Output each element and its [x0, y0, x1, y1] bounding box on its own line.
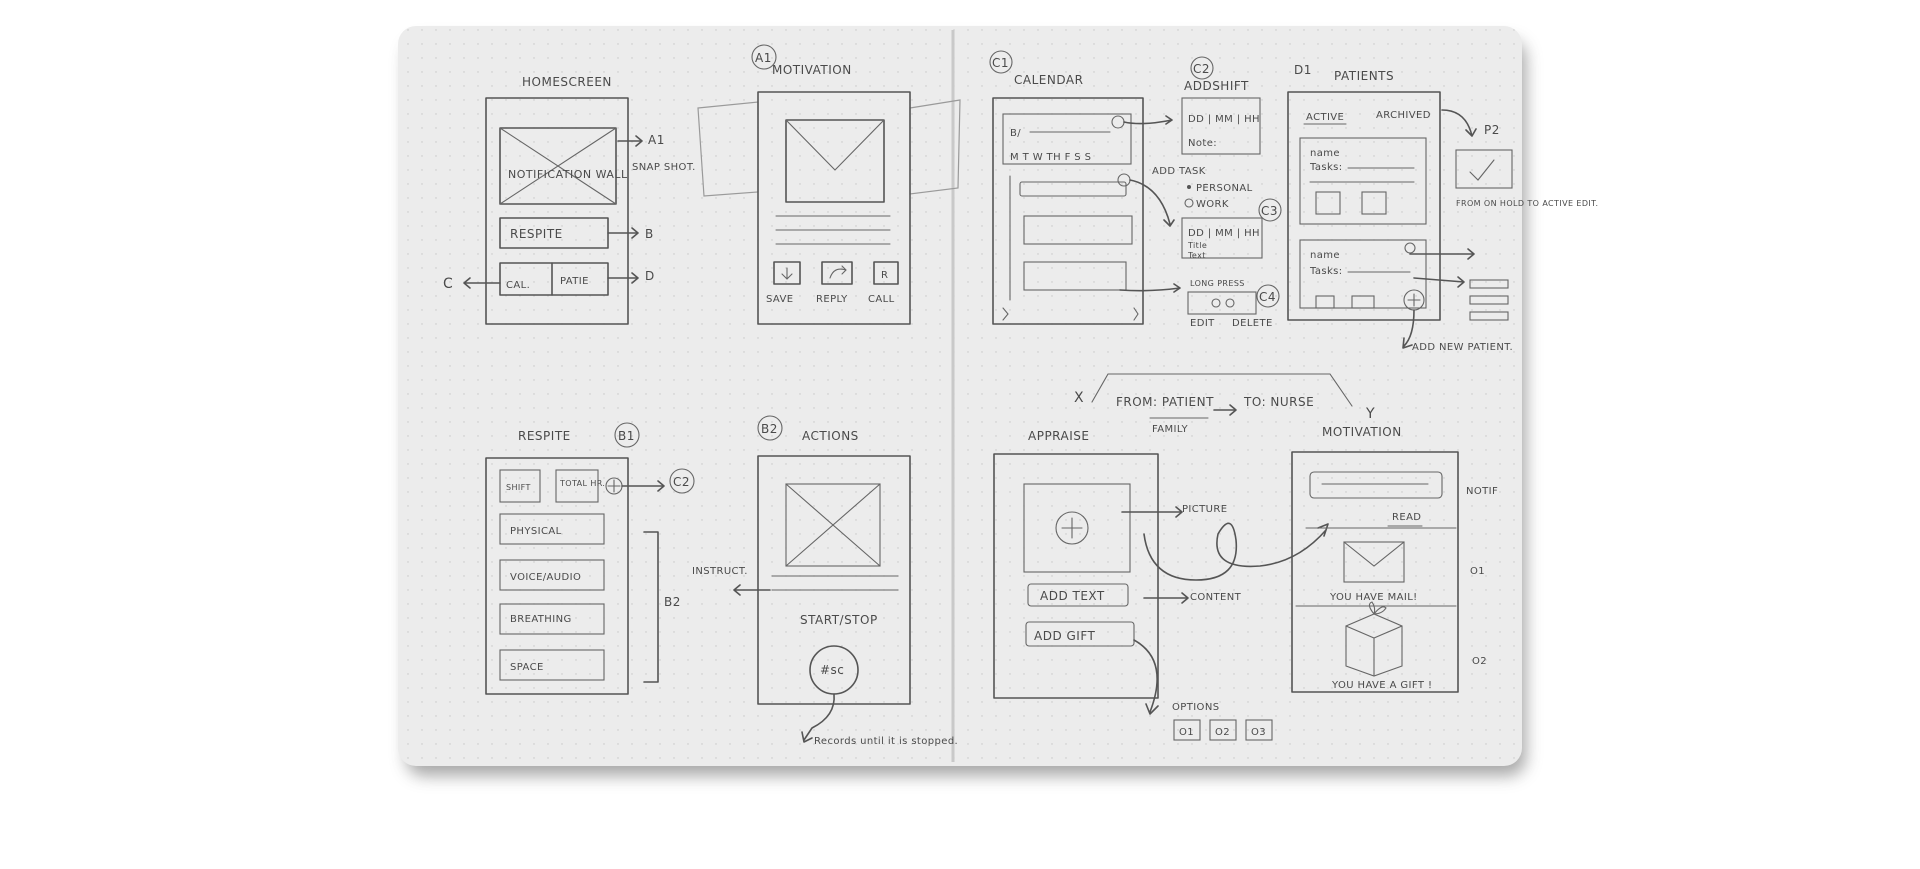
a1-call: CALL	[868, 294, 895, 305]
b1-shift: SHIFT	[506, 483, 531, 492]
d1-p2: P2	[1484, 123, 1500, 137]
c4-long-press: LONG PRESS	[1190, 279, 1245, 288]
b2-tag: B2	[761, 422, 778, 436]
appraise-content: CONTENT	[1190, 592, 1242, 603]
respite-b1-sketch: RESPITE B1 SHIFT TOTAL HR. C2 PHYSICAL V…	[485, 422, 695, 695]
c3-title: Title	[1187, 241, 1207, 250]
d1-tag: D1	[1294, 63, 1312, 77]
d1-name-2: name	[1310, 250, 1340, 261]
c2-note: Note:	[1188, 138, 1217, 149]
home-arrow-b: B	[645, 227, 654, 241]
c3-fields: DD | MM | HH	[1188, 228, 1260, 239]
c2-fields: DD | MM | HH	[1188, 114, 1260, 125]
flow-family: FAMILY	[1152, 424, 1188, 435]
b2-instruct: INSTRUCT.	[692, 566, 748, 577]
d1-tasks-2: Tasks:	[1309, 266, 1343, 277]
d1-tasks-1: Tasks:	[1309, 162, 1343, 173]
c4-delete: DELETE	[1232, 318, 1273, 329]
home-respite-label: RESPITE	[510, 227, 563, 241]
c3-tag: C3	[1261, 204, 1278, 218]
c1-b: B/	[1010, 128, 1021, 139]
appraise-add-gift: ADD GIFT	[1034, 629, 1096, 643]
patients-d1-sketch: D1 PATIENTS ACTIVE ARCHIVED name Tasks: …	[1287, 63, 1598, 353]
d1-title: PATIENTS	[1334, 69, 1394, 83]
a1-title: MOTIVATION	[772, 63, 852, 77]
b1-breathing: BREATHING	[510, 614, 572, 625]
appraise-o3: O3	[1251, 727, 1266, 738]
home-wall-label: NOTIFICATION WALL	[508, 168, 628, 181]
a1-save: SAVE	[766, 294, 794, 305]
d1-from-on-hold: FROM ON HOLD TO ACTIVE EDIT.	[1456, 199, 1598, 208]
b2-note: Records until it is stopped.	[814, 736, 958, 747]
d1-add-new: ADD NEW PATIENT.	[1412, 342, 1513, 353]
actions-b2-sketch: B2 ACTIONS INSTRUCT. START/STOP #sc Reco…	[692, 415, 958, 747]
b1-b2: B2	[664, 595, 681, 609]
addshift-c2-sketch: C2 ADDSHIFT DD | MM | HH Note: ADD TASK …	[1152, 56, 1282, 329]
appraise-o2: O2	[1215, 727, 1230, 738]
b1-tag: B1	[618, 429, 635, 443]
appraise-options: OPTIONS	[1172, 702, 1219, 713]
appraise-title: APPRAISE	[1028, 429, 1089, 443]
home-cal-label: CAL.	[506, 280, 530, 291]
y-title: MOTIVATION	[1322, 425, 1402, 439]
y-gift: YOU HAVE A GIFT !	[1331, 680, 1432, 691]
motivation-y-sketch: MOTIVATION READ YOU HAVE MAIL! YOU HAVE …	[1291, 425, 1498, 693]
b1-title: RESPITE	[518, 429, 571, 443]
home-snap-label: SNAP SHOT.	[632, 162, 696, 173]
y-o1: O1	[1470, 566, 1485, 577]
c2-personal: PERSONAL	[1196, 183, 1253, 194]
a1-reply: REPLY	[816, 294, 848, 305]
c2-add-task: ADD TASK	[1152, 166, 1206, 177]
c4-tag: C4	[1259, 290, 1276, 304]
c2-work: WORK	[1196, 199, 1229, 210]
appraise-picture: PICTURE	[1182, 504, 1227, 515]
a1-tag: A1	[755, 51, 772, 65]
flow-y: Y	[1365, 406, 1375, 422]
a1-r: R	[881, 270, 888, 281]
b1-physical: PHYSICAL	[510, 526, 562, 537]
home-arrow-d: D	[645, 269, 655, 283]
appraise-o1: O1	[1179, 727, 1194, 738]
homescreen-sketch: HOMESCREEN NOTIFICATION WALL RESPITE CAL…	[443, 75, 696, 325]
appraise-sketch: APPRAISE PICTURE ADD TEXT CONTENT ADD GI…	[993, 429, 1329, 741]
d1-name-1: name	[1310, 148, 1340, 159]
b2-timer: #sc	[820, 663, 844, 677]
flow-from: FROM: PATIENT	[1116, 395, 1214, 409]
b1-c2: C2	[673, 475, 690, 489]
b1-total: TOTAL HR.	[559, 479, 605, 488]
b1-space: SPACE	[510, 662, 544, 673]
c1-days: M T W TH F S S	[1010, 152, 1091, 163]
c3-text: Text	[1187, 251, 1206, 260]
y-read: READ	[1392, 512, 1421, 523]
calendar-c1-sketch: C1 CALENDAR B/ M T W TH F S S	[989, 50, 1181, 325]
c1-tag: C1	[992, 56, 1009, 70]
motivation-a1-sketch: A1 MOTIVATION R SAVE REPLY CALL	[697, 44, 961, 325]
c1-title: CALENDAR	[1014, 73, 1083, 87]
x-y-flow-sketch: X Y FROM: PATIENT FAMILY TO: NURSE	[1074, 373, 1375, 435]
home-patie-label: PATIE	[560, 276, 589, 287]
y-mail: YOU HAVE MAIL!	[1329, 592, 1418, 603]
flow-x: X	[1074, 390, 1084, 406]
b1-voice: VOICE/AUDIO	[510, 572, 581, 583]
home-arrow-c: C	[443, 276, 453, 292]
dot-grid	[398, 26, 1522, 766]
c4-edit: EDIT	[1190, 318, 1215, 329]
d1-active: ACTIVE	[1306, 112, 1344, 123]
d1-archived: ARCHIVED	[1376, 110, 1431, 121]
home-arrow-a1: A1	[648, 133, 665, 147]
flow-to: TO: NURSE	[1243, 395, 1314, 409]
c2-title: ADDSHIFT	[1184, 79, 1249, 93]
b2-start-stop: START/STOP	[800, 613, 878, 627]
b2-title: ACTIONS	[802, 429, 859, 443]
home-title: HOMESCREEN	[522, 75, 612, 89]
appraise-add-text: ADD TEXT	[1040, 589, 1105, 603]
c2-tag: C2	[1193, 62, 1210, 76]
y-o2: O2	[1472, 656, 1487, 667]
y-notif: NOTIF	[1466, 486, 1498, 497]
